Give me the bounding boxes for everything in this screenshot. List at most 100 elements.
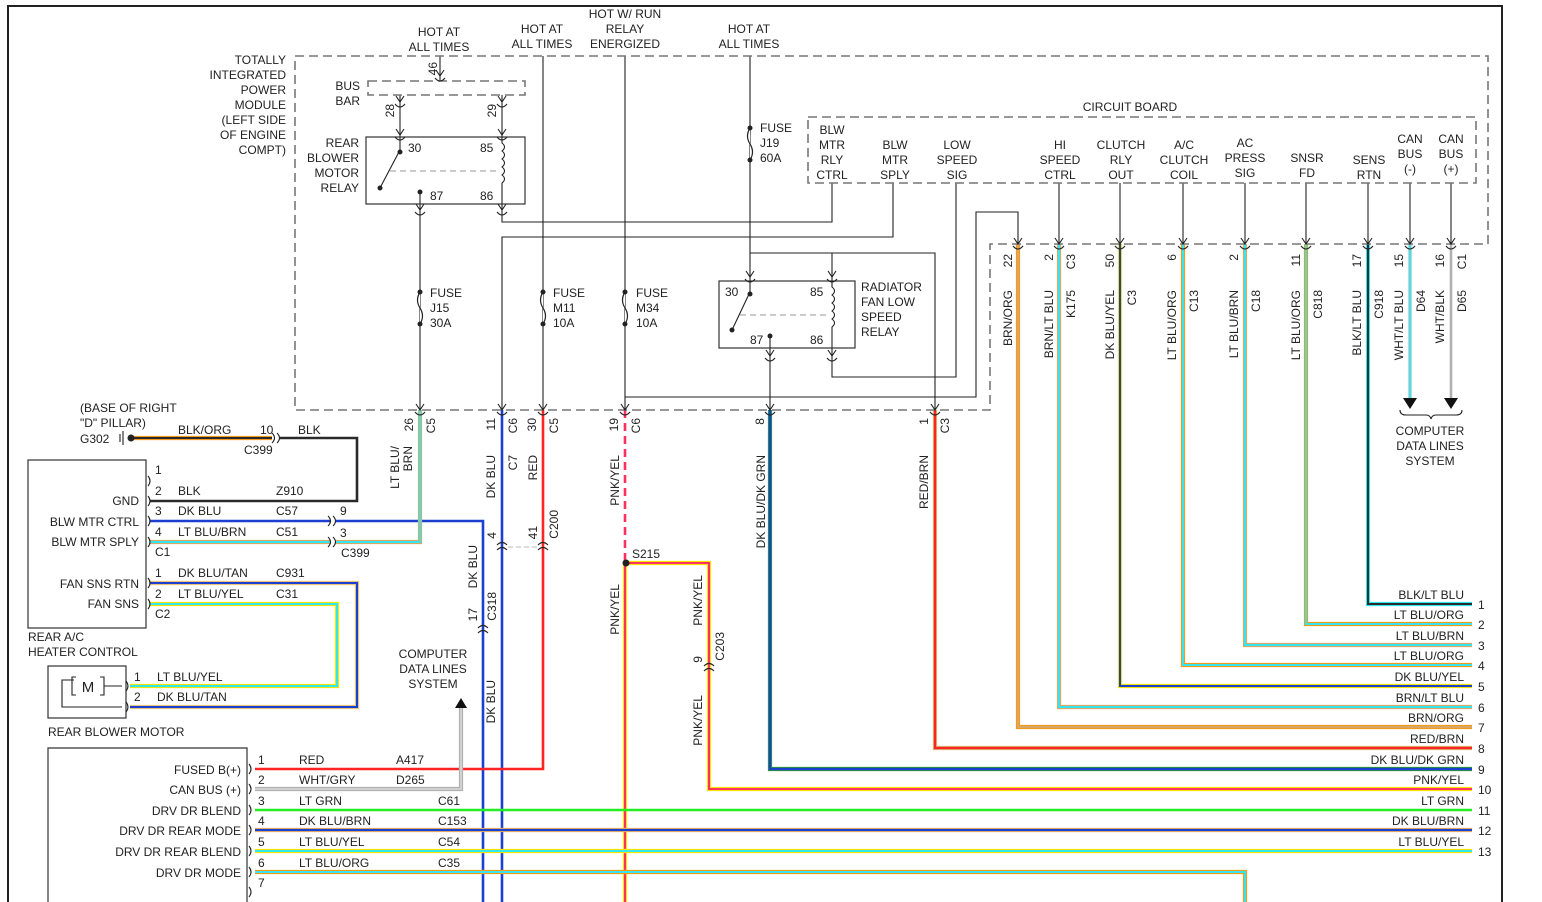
wire-number: 7 — [1478, 721, 1485, 735]
connector-label: BRN — [401, 446, 415, 471]
connector-id: C1 — [155, 545, 171, 559]
connector-label: C18 — [1249, 290, 1263, 312]
connector-icon — [929, 403, 941, 416]
connector-icon — [1404, 237, 1416, 250]
wire-number: 6 — [1478, 701, 1485, 715]
connector-label: 9 — [691, 656, 705, 663]
feed-label: HOT AT — [521, 22, 564, 36]
pin-icon — [147, 598, 151, 610]
rad-relay-pin: 86 — [810, 333, 824, 347]
wire-color: LT BLU/BRN — [178, 525, 246, 539]
wire-main — [255, 410, 545, 771]
wire-main — [336, 410, 421, 543]
connector-icon — [394, 95, 406, 108]
circuit-board-pin-label: BLW — [882, 138, 908, 152]
fuse-terminal — [417, 289, 423, 295]
pin-icon — [147, 475, 151, 487]
wire-main — [130, 603, 338, 687]
connector-label: 17 — [466, 608, 480, 622]
connector-label: BRN/ORG — [1001, 290, 1015, 346]
connectors — [125, 69, 1457, 898]
wire-lt-blu-brn — [336, 410, 423, 545]
rad-relay-pin: 87 — [750, 333, 764, 347]
connector-label: BLK/LT BLU — [1350, 290, 1364, 356]
wire-color: BRN/ORG — [1408, 711, 1464, 725]
connector-label: LT BLU/ORG — [1289, 290, 1303, 360]
pin-icon — [248, 763, 252, 775]
circuit-board-title: CIRCUIT BOARD — [1083, 100, 1178, 114]
connector-label: 17 — [1350, 254, 1364, 268]
connector-label: C6 — [506, 418, 520, 434]
connector-label: C5 — [424, 418, 438, 434]
wire-blk-lt-blu — [1365, 244, 1472, 607]
wire-color: BLK — [298, 423, 321, 437]
diagram-frame — [7, 5, 1503, 902]
fuse-icon — [746, 127, 754, 161]
wire-lt-blu-brn — [1242, 244, 1472, 648]
relay-contact — [729, 327, 735, 333]
connector-icon — [1053, 237, 1065, 250]
connector-icon — [1177, 237, 1189, 250]
ground-id: G302 — [80, 432, 110, 446]
component-name: REAR BLOWER MOTOR — [48, 725, 185, 739]
fuse-terminal — [747, 157, 753, 163]
wire-color: LT BLU/ORG — [1394, 649, 1464, 663]
wire-color: LT GRN — [299, 794, 342, 808]
fuse-label: M34 — [636, 301, 660, 315]
circuit-board-pin-label: SPLY — [880, 168, 910, 182]
circuit-board-outline — [807, 116, 1477, 184]
connector-icon — [1300, 237, 1312, 250]
pin-label: BLW MTR SPLY — [51, 535, 139, 549]
wire-color: BLK/LT BLU — [1398, 588, 1464, 602]
wire-number: 1 — [1478, 598, 1485, 612]
connector-icon — [826, 270, 838, 283]
wire-color: BLK/ORG — [178, 423, 231, 437]
splice-id: S215 — [632, 547, 660, 561]
splice-s215 — [622, 559, 630, 567]
relay-contact — [377, 185, 383, 191]
data-lines-label: DATA LINES — [399, 662, 467, 676]
wire-blk — [150, 436, 359, 503]
connector-icon — [496, 95, 508, 108]
data-lines-label: COMPUTER — [399, 647, 468, 661]
wire-color: DK BLU/BRN — [299, 814, 371, 828]
connector-id: C2 — [155, 607, 171, 621]
fuses — [416, 125, 754, 327]
circuit-board-pin-label: RTN — [1357, 168, 1381, 182]
pin-label: BLW MTR CTRL — [50, 515, 139, 529]
relay-switch-icon — [731, 281, 836, 348]
circuit-board-pin-label: (-) — [1404, 162, 1416, 176]
connector-icon — [619, 403, 631, 416]
pin-number: 10 — [260, 423, 274, 437]
tipm-label: INTEGRATED — [210, 68, 287, 82]
pin-label: DRV DR REAR BLEND — [115, 845, 241, 859]
connector-icon — [434, 69, 446, 82]
wire-dk-blu — [336, 519, 485, 902]
feed-label: HOT AT — [728, 22, 771, 36]
data-lines-label: SYSTEM — [408, 677, 457, 691]
connector-label: 19 — [607, 418, 621, 432]
relay-pin: 85 — [480, 141, 494, 155]
pin-number: 2 — [258, 773, 265, 787]
fuse-icon — [416, 291, 424, 325]
connector-label: DK BLU — [484, 680, 498, 723]
connector-label: 8 — [753, 418, 767, 425]
connector-label: PNK/YEL — [691, 695, 705, 746]
wire-main — [255, 871, 1246, 902]
wire-main — [1305, 244, 1472, 625]
connector-icon — [1445, 237, 1457, 250]
fuse-label: FUSE — [636, 286, 668, 300]
connector-label: 2 — [1227, 254, 1241, 261]
wire-tracer — [255, 708, 464, 792]
connector-label: C5 — [547, 418, 561, 434]
connector-label: C7 — [506, 455, 520, 471]
fuse-label: 30A — [430, 316, 451, 330]
connector-icon — [744, 270, 756, 283]
wire-color: LT BLU/YEL — [178, 587, 244, 601]
pin-label: DRV DR MODE — [156, 866, 241, 880]
circuit-board-pin-label: CLUTCH — [1097, 138, 1146, 152]
ground-location: (BASE OF RIGHT — [80, 401, 177, 415]
pin-number: 1 — [155, 566, 162, 580]
